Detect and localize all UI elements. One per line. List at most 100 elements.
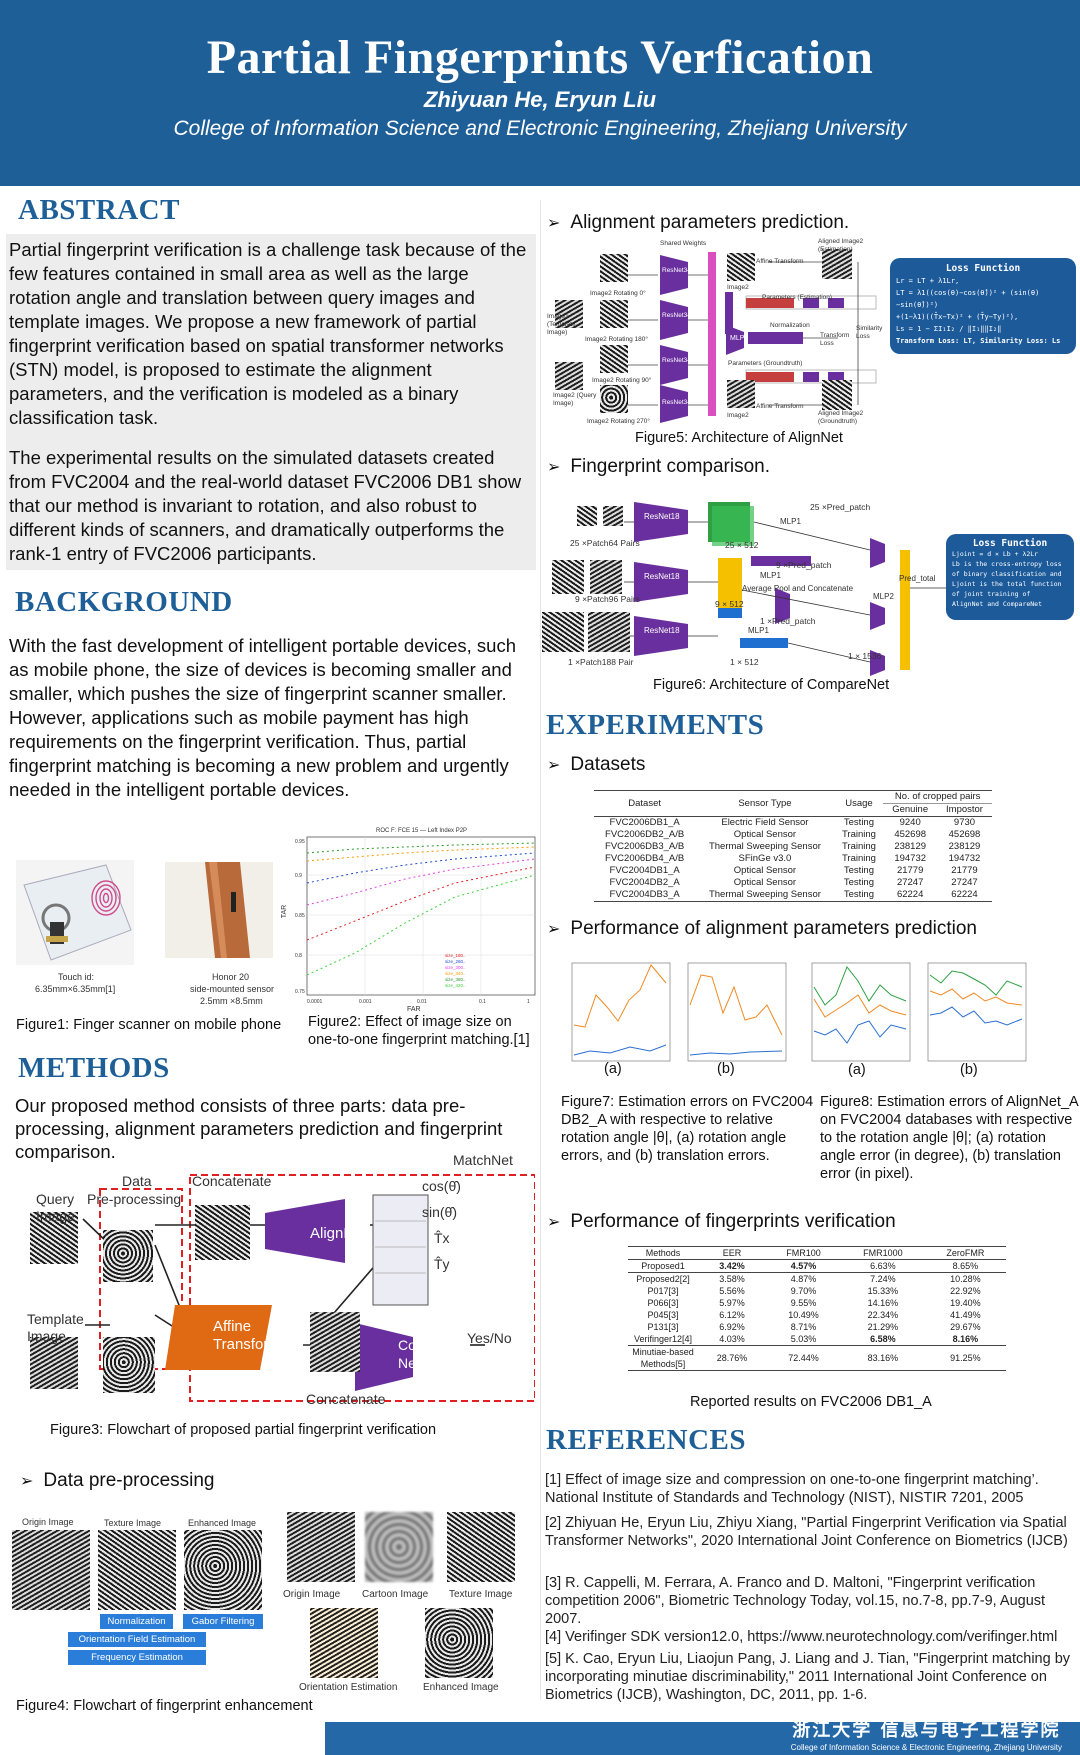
align-resnet-2: ResNet34 xyxy=(662,312,691,319)
align-img2-rot270 xyxy=(600,385,628,413)
cmp-s9: 9 × 512 xyxy=(715,599,744,609)
verification-cell: 3.58% xyxy=(719,1274,745,1284)
figure1-honor-phone xyxy=(165,862,273,958)
verification-col-header: EER xyxy=(698,1246,766,1260)
datasets-cell: 194732 xyxy=(948,853,981,864)
fig8-b-label: (b) xyxy=(960,1062,978,1078)
svg-text:0.85: 0.85 xyxy=(295,913,305,919)
datasets-cell: FVC2006DB4_A/B xyxy=(605,853,685,864)
arrow-icon: ➢ xyxy=(20,1473,34,1490)
fig3-tx: T̂x xyxy=(434,1230,450,1246)
background-heading: BACKGROUND xyxy=(15,586,233,618)
verification-cell: 28.76% xyxy=(698,1345,766,1371)
datasets-subheader: Genuine xyxy=(883,803,937,817)
fig3-concat-stack xyxy=(195,1205,250,1260)
align-affine-bottom: Affine Transform xyxy=(756,403,804,410)
data-preprocessing-bullet: ➢Data pre-processing xyxy=(20,1470,215,1491)
cmp-pp9: 9 ×Pred_patch xyxy=(776,560,832,570)
verification-cell: 10.49% xyxy=(788,1310,819,1320)
fig8-a-label: (a) xyxy=(848,1062,866,1078)
align-affine-top: Affine Transform xyxy=(756,258,804,265)
cmp-pairs9: 9 ×Patch96 Pairs xyxy=(575,594,640,604)
verification-cell: 6.92% xyxy=(719,1322,745,1332)
svg-text:size_300..: size_300.. xyxy=(445,965,466,970)
cmp-pp25: 25 ×Pred_patch xyxy=(810,502,871,512)
svg-text:0.01: 0.01 xyxy=(417,999,427,1005)
verification-cell: 7.24% xyxy=(870,1274,896,1284)
align-resnet-3: ResNet34 xyxy=(662,357,691,364)
verification-cell: Proposed1 xyxy=(641,1261,685,1271)
verification-cell: 8.65% xyxy=(952,1261,979,1271)
align-img1 xyxy=(555,300,583,328)
svg-text:0.001: 0.001 xyxy=(359,999,372,1005)
figure2-roc-chart: size_180..size_260.. size_300..size_340.… xyxy=(295,835,538,1007)
abstract-p1: Partial fingerprint verification is a ch… xyxy=(9,239,527,428)
figure7-caption: Figure7: Estimation errors on FVC2004 DB… xyxy=(561,1094,814,1164)
arrow-icon: ➢ xyxy=(547,215,561,232)
datasets-cell: 21779 xyxy=(896,865,924,876)
verification-row: P017[3]5.56%9.70%15.33%22.92% xyxy=(628,1285,1006,1297)
verification-cell: P131[3] xyxy=(647,1322,679,1332)
arrow-icon: ➢ xyxy=(547,757,561,774)
figure1-phone-touchid xyxy=(16,860,134,965)
verification-cell: 22.34% xyxy=(867,1310,899,1320)
verification-row: P131[3]6.92%8.71%21.29%29.67% xyxy=(628,1321,1006,1333)
verification-cell: 6.12% xyxy=(719,1310,745,1320)
verification-col-header: Methods xyxy=(628,1246,698,1260)
figure4-caption: Figure4: Flowchart of fingerprint enhanc… xyxy=(16,1698,313,1714)
datasets-bullet: ➢Datasets xyxy=(547,754,646,775)
datasets-cell: Thermal Sweeping Sensor xyxy=(695,889,835,902)
verification-cell: 9.70% xyxy=(790,1286,817,1296)
alignnet-loss-line-3: +(1−λ1)((T̂x−Tx)² + (T̂y−Ty)²), xyxy=(896,313,1019,321)
comparenet-loss-line-3: of binary classification and xyxy=(952,570,1062,578)
cmp-s25: 25 × 512 xyxy=(725,540,759,550)
reference-item: [1] Effect of image size and compression… xyxy=(545,1472,1039,1506)
dp-freq-box: Frequency Estimation xyxy=(68,1650,206,1665)
figure2-caption: Figure2: Effect of image size on one-to-… xyxy=(308,1014,530,1048)
align-params-gt: Parameters (Groundtruth) xyxy=(728,360,803,367)
cmp-pp1: 1 ×Pred_patch xyxy=(760,616,816,626)
figure5-caption: Figure5: Architecture of AlignNet xyxy=(635,430,843,446)
dp-orient-label: Orientation Estimation xyxy=(299,1682,398,1693)
datasets-cell: 452698 xyxy=(948,829,981,840)
cmp-patch96-a xyxy=(552,560,584,594)
methods-heading: METHODS xyxy=(18,1052,170,1084)
abstract-p2: The experimental results on the simulate… xyxy=(9,447,522,564)
alignnet-loss-line-4: Ls = 1 − ΣI₁I₂ / ‖I₁‖‖I₂‖ xyxy=(896,325,1002,333)
align-rot180-label: Image2 Rotating 180° xyxy=(585,336,648,343)
fig3-query: Query Image xyxy=(36,1191,75,1224)
svg-text:0.95: 0.95 xyxy=(295,839,305,845)
datasets-cell: Optical Sensor xyxy=(733,877,797,888)
experiments-heading: EXPERIMENTS xyxy=(546,709,765,741)
fig7-a-label: (a) xyxy=(604,1061,622,1077)
svg-text:size_340..: size_340.. xyxy=(445,971,466,976)
datasets-table: Dataset Sensor Type Usage No. of cropped… xyxy=(594,790,992,902)
dp-gabor-box: Gabor Filtering xyxy=(183,1614,263,1629)
comparenet-loss-line-5: of joint training of xyxy=(952,590,1031,598)
verification-cell: 5.97% xyxy=(719,1298,745,1308)
cmp-mlp1-b: MLP1 xyxy=(760,571,781,580)
footer-logo-cn: 浙江大学 信息与电子工程学院 xyxy=(792,1720,1061,1741)
align-rot0-label: Image2 Rotating 0° xyxy=(590,290,646,297)
cmp-mlp1-c: MLP1 xyxy=(748,626,769,635)
align-aligned-gt-label: Aligned Image2 (Groundtruth) xyxy=(818,410,864,425)
alignnet-loss-box: Loss Function Lr = LT + λ1Lr, LT = λ1((c… xyxy=(890,258,1076,354)
verification-cell: 14.16% xyxy=(867,1298,899,1308)
dp-texture-label: Texture Image xyxy=(104,1518,162,1528)
verification-cell: 22.92% xyxy=(950,1286,981,1296)
perf-verif-bullet: ➢Performance of fingerprints verificatio… xyxy=(547,1211,896,1232)
datasets-cell: Testing xyxy=(843,865,874,876)
verification-cell: Proposed2[2] xyxy=(636,1274,690,1284)
figure3-caption: Figure3: Flowchart of proposed partial f… xyxy=(50,1422,437,1438)
fig3-alignnet: AlignNet xyxy=(310,1225,367,1242)
cmp-resnet-1: ResNet18 xyxy=(644,512,680,521)
figure6-caption: Figure6: Architecture of CompareNet xyxy=(653,677,890,693)
fig3-matchnet: MatchNet xyxy=(453,1152,513,1168)
honor-label-1: Honor 20 xyxy=(212,972,250,982)
abstract-box xyxy=(6,234,536,570)
datasets-cell: 9730 xyxy=(953,817,976,828)
fig3-template-raw xyxy=(30,1337,78,1389)
datasets-col-header: Dataset xyxy=(594,790,696,817)
